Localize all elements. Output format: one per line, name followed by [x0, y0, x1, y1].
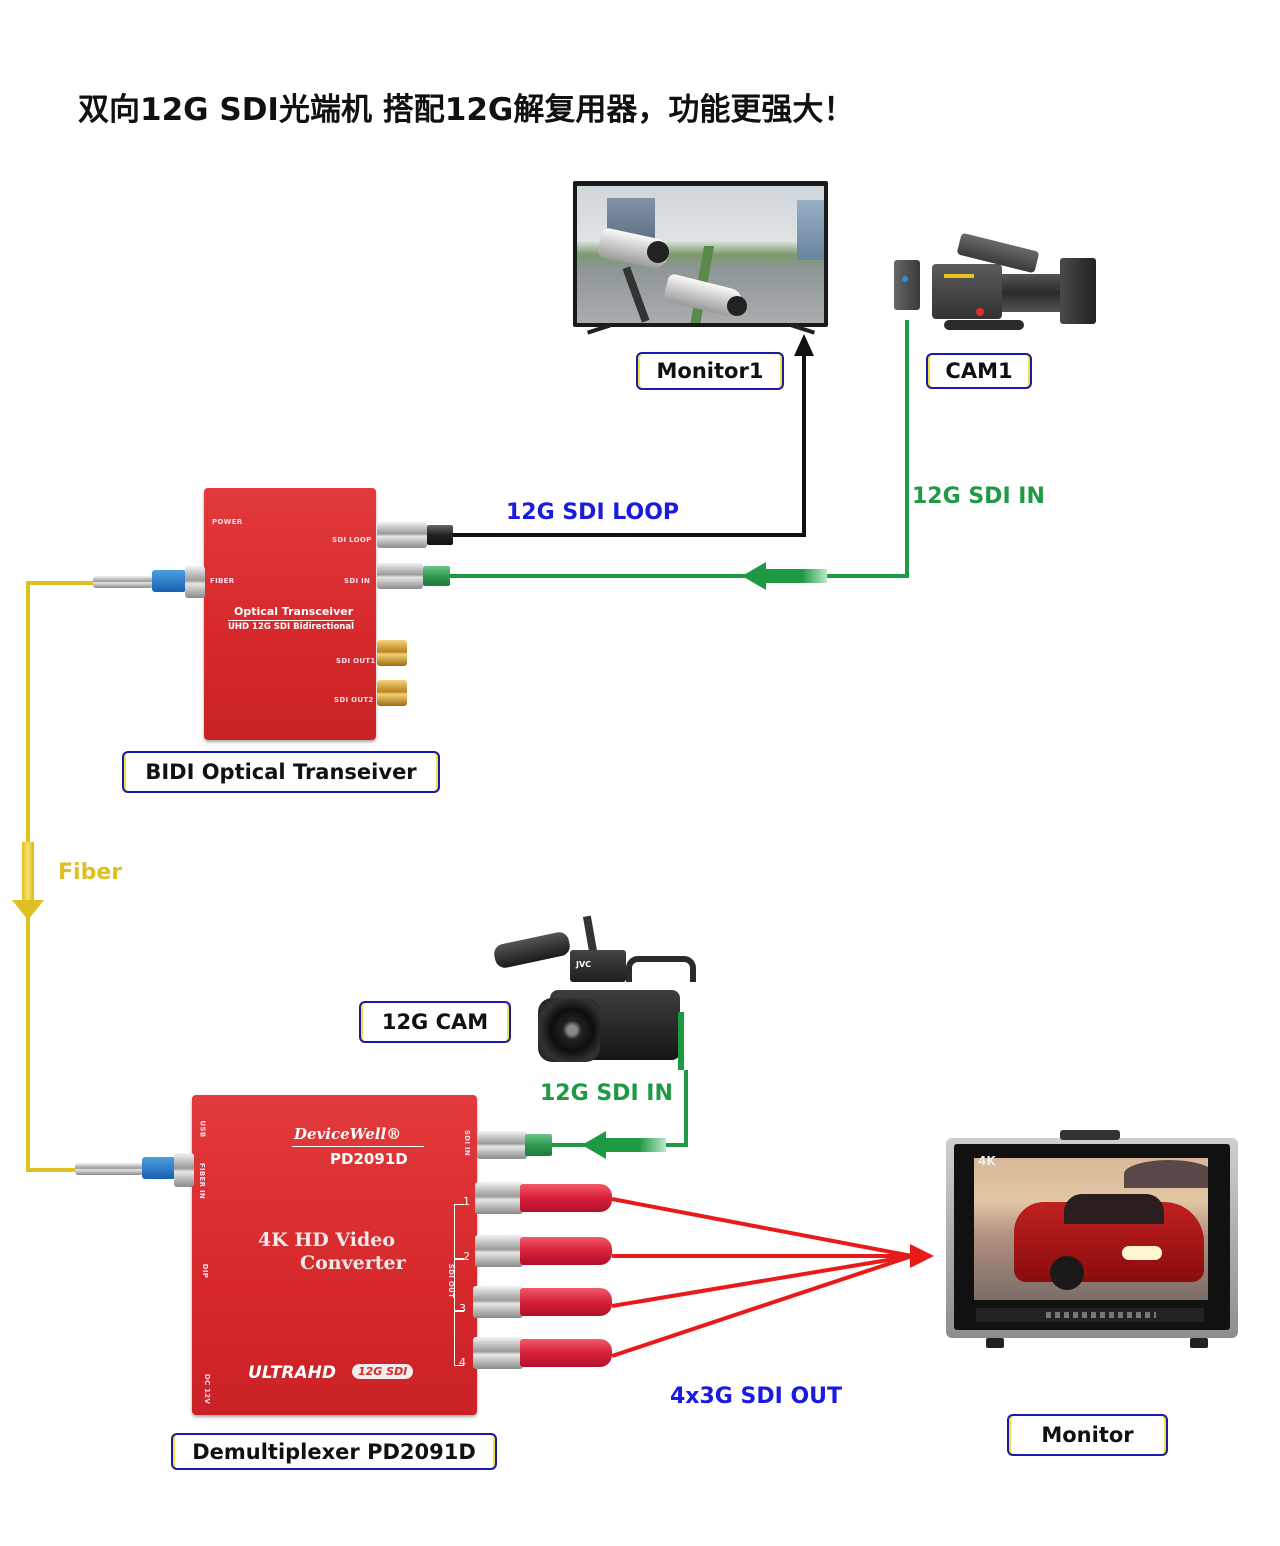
camera-brand: JVC — [576, 960, 592, 969]
sdi-in-top-label: 12G SDI IN — [912, 484, 1045, 509]
sdi-loop-wire — [452, 352, 806, 537]
sdi-out-3-wire — [611, 1254, 913, 1308]
sdi-out-1-plug — [520, 1184, 612, 1212]
monitor1-screen — [577, 186, 824, 323]
sdi-out2-port-label: SDI OUT2 — [334, 696, 374, 704]
demultiplexer-device: USB FIBER IN DIP DC 12V DeviceWell® PD20… — [192, 1095, 477, 1415]
demux-sdi-in-connector — [477, 1131, 527, 1159]
sdi-out-2-connector — [475, 1235, 523, 1267]
sdi-out-3-connector — [473, 1286, 523, 1318]
sdi-in-bottom-arrow-tail — [600, 1138, 666, 1152]
sdi-out-port-3: 3 — [459, 1302, 466, 1315]
sdi-out-port-4: 4 — [459, 1356, 466, 1369]
demultiplexer-label: Demultiplexer PD2091D — [171, 1433, 497, 1470]
monitor-screen — [974, 1158, 1208, 1300]
monitor-4k-badge: 4K — [978, 1154, 996, 1168]
sdi-out-arrowhead — [910, 1244, 934, 1268]
cam1-label: CAM1 — [926, 353, 1032, 389]
page-title: 双向12G SDI光端机 搭配12G解复用器，功能更强大！ — [78, 92, 855, 128]
cam12g-image: JVC — [490, 912, 700, 1070]
sdi-out-3-plug — [520, 1288, 612, 1316]
monitor1-image — [573, 181, 828, 335]
sdi-out1-port-label: SDI OUT1 — [336, 657, 376, 665]
sdi-out-label: 4x3G SDI OUT — [670, 1384, 843, 1409]
fiber-connector-bottom — [75, 1163, 143, 1175]
monitor-image: 4K — [946, 1126, 1246, 1354]
demux-sdi-in-plug — [525, 1134, 552, 1156]
optical-transceiver-device: POWER FIBER SDI LOOP SDI IN Optical Tran… — [204, 488, 376, 740]
sdi-in-port-label: SDI IN — [463, 1129, 472, 1157]
sdi-out-port-2: 2 — [463, 1250, 470, 1263]
fiber-arrowhead — [12, 900, 44, 920]
fiber-in-port-label: FIBER IN — [198, 1162, 207, 1200]
12g-sdi-badge: 12G SDI — [352, 1364, 414, 1379]
monitor-label: Monitor — [1007, 1414, 1168, 1456]
cam12g-label: 12G CAM — [359, 1001, 511, 1043]
sdi-loop-plug — [427, 525, 453, 545]
bidi-transceiver-label: BIDI Optical Transeiver — [122, 751, 440, 793]
fiber-connector-top — [93, 576, 153, 588]
fiber-port-label: FIBER — [210, 577, 235, 585]
shotgun-mic — [492, 930, 572, 970]
sdi-in-connector — [377, 563, 423, 589]
camera-lens — [538, 998, 600, 1062]
sdi-in-plug — [423, 566, 450, 586]
dc-label: DC 12V — [203, 1373, 212, 1405]
device-subtitle: UHD 12G SDI Bidirectional — [228, 622, 354, 632]
sdi-loop-port-label: SDI LOOP — [332, 536, 372, 544]
sdi-out-port-label: SDI OUT — [447, 1263, 456, 1299]
cam1-image — [888, 232, 1103, 336]
device-name: Optical Transceiver — [234, 605, 354, 618]
usb-port-label: USB — [198, 1120, 207, 1138]
fiber-lc-plug-bottom — [142, 1157, 176, 1179]
sdi-out-port-1: 1 — [463, 1195, 470, 1208]
sdi-in-bottom-label: 12G SDI IN — [540, 1081, 673, 1106]
fiber-lc-plug-top — [152, 570, 186, 592]
product-line2: Converter — [300, 1252, 406, 1274]
fiber-arrow-shaft — [22, 842, 34, 902]
fiber-label: Fiber — [58, 860, 123, 885]
sdi-out-1-connector — [475, 1182, 523, 1214]
model-name: PD2091D — [330, 1150, 408, 1168]
monitor-buttons — [1046, 1312, 1156, 1318]
sdi-loop-connector — [377, 522, 427, 548]
power-label: POWER — [212, 518, 243, 526]
sdi-in-bottom-arrowhead — [582, 1131, 606, 1159]
product-line1: 4K HD Video — [258, 1229, 396, 1251]
sdi-out-4-connector — [473, 1337, 523, 1369]
sdi-in-top-arrow-tail — [765, 569, 827, 583]
sdi-in-port-label: SDI IN — [344, 577, 371, 585]
sdi-in-top-arrowhead — [742, 562, 766, 590]
sdi-out1-connector — [377, 640, 407, 666]
sdi-out-1-wire — [611, 1197, 913, 1258]
sdi-out2-connector — [377, 680, 407, 706]
sdi-loop-arrowhead — [794, 334, 814, 356]
brand-logo: DeviceWell® — [294, 1125, 402, 1143]
dip-label: DIP — [201, 1263, 210, 1279]
sdi-in-top-wire — [450, 320, 909, 578]
monitor1-label: Monitor1 — [636, 352, 784, 390]
sdi-out-2-plug — [520, 1237, 612, 1265]
sdi-out-4-plug — [520, 1339, 612, 1367]
ultrahd-logo: ULTRAHD — [248, 1363, 337, 1383]
sdi-loop-label: 12G SDI LOOP — [506, 500, 680, 525]
sdi-out-4-wire — [611, 1254, 913, 1358]
